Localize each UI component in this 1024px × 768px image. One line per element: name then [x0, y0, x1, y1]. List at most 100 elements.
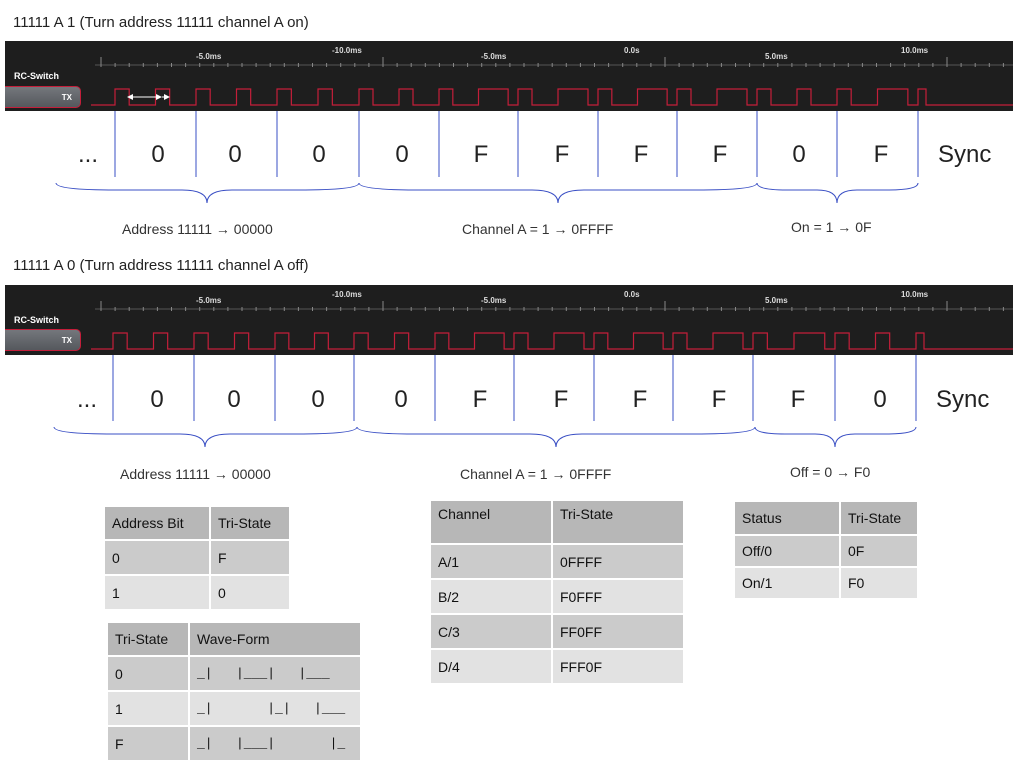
bit-dividers-off [53, 355, 917, 448]
channel-brace [356, 426, 756, 448]
status-brace [754, 426, 917, 448]
waveform-cell: _| |_| |___ [190, 692, 360, 725]
channel-table: Channel Tri-State A/1 0FFFF B/2 F0FFF C/… [429, 499, 685, 685]
status-caption: On = 1 → 0F [791, 219, 872, 235]
table-cell: F [211, 541, 289, 574]
table-header: Address Bit [105, 507, 209, 539]
channel-name-label: RC-Switch [14, 315, 59, 325]
channel-name-label: RC-Switch [14, 71, 59, 81]
table-header: Channel [431, 501, 551, 543]
table-cell: F0 [841, 568, 917, 598]
tristate-waveform-table: Tri-State Wave-Form 0 _| |___| |___ 1 _|… [106, 621, 362, 762]
channel-caption: Channel A = 1 → 0FFFF [462, 221, 614, 237]
tri-state-symbol: F [633, 141, 649, 168]
table-cell: FF0FF [553, 615, 683, 648]
table-cell: 0 [105, 541, 209, 574]
status-caption: Off = 0 → F0 [790, 464, 871, 480]
status-brace [756, 182, 919, 204]
table-cell: C/3 [431, 615, 551, 648]
tick-label: -10.0ms [332, 290, 362, 299]
bit-dividers-on [55, 111, 919, 204]
tri-state-symbol: 0 [792, 141, 806, 168]
tx-channel-button[interactable]: TX [5, 329, 81, 351]
table-header: Tri-State [841, 502, 917, 534]
table-cell: D/4 [431, 650, 551, 683]
table-cell: 0 [211, 576, 289, 609]
table-cell: 0F [841, 536, 917, 566]
bit-divider-lines [114, 111, 919, 177]
tri-state-symbol: F [472, 386, 488, 413]
table-header: Tri-State [553, 501, 683, 543]
tick-label: 10.0ms [901, 46, 929, 55]
pulse-width-marker [127, 94, 170, 100]
table-cell: Off/0 [735, 536, 839, 566]
tri-state-symbol: 0 [151, 141, 165, 168]
tri-state-symbol: 0 [394, 386, 408, 413]
table-cell: On/1 [735, 568, 839, 598]
tick-label: 5.0ms [765, 296, 788, 305]
tx-signal-trace [91, 332, 1013, 350]
tri-state-symbol: F [553, 386, 569, 413]
table-cell: F0FFF [553, 580, 683, 613]
tick-label: 10.0ms [901, 290, 929, 299]
table-cell: 1 [105, 576, 209, 609]
address-brace [55, 182, 360, 204]
table-cell: FFF0F [553, 650, 683, 683]
tri-state-symbol: 0 [311, 386, 325, 413]
tri-state-symbol: 0 [395, 141, 409, 168]
tri-state-symbol: 0 [312, 141, 326, 168]
table-header: Status [735, 502, 839, 534]
sync-label: Sync [938, 141, 992, 168]
tri-state-symbol: F [712, 141, 728, 168]
table-cell: 0FFFF [553, 545, 683, 578]
tick-label: 0.0s [624, 290, 640, 299]
logic-analyzer-panel-on: -5.0ms -10.0ms -5.0ms 0.0s 5.0ms 10.0ms … [5, 41, 1013, 111]
section-on-title: 11111 A 1 (Turn address 11111 channel A … [13, 14, 309, 31]
bit-divider-lines [112, 355, 917, 421]
tx-signal-trace [91, 88, 1013, 106]
tri-state-symbol: 0 [873, 386, 887, 413]
tick-label: -5.0ms [196, 52, 222, 61]
tri-state-symbol: F [711, 386, 727, 413]
waveform-svg-off [91, 301, 1013, 350]
tri-state-symbol: ... [77, 141, 98, 168]
tri-state-symbol: F [873, 141, 889, 168]
table-cell: B/2 [431, 580, 551, 613]
address-bit-table: Address Bit Tri-State 0 F 1 0 [103, 505, 291, 611]
table-header: Tri-State [211, 507, 289, 539]
table-header: Tri-State [108, 623, 188, 655]
tri-state-symbol: ... [76, 386, 97, 413]
channel-caption: Channel A = 1 → 0FFFF [460, 466, 612, 482]
tick-label: -5.0ms [481, 296, 507, 305]
tick-label: -10.0ms [332, 46, 362, 55]
tx-channel-button[interactable]: TX [5, 86, 81, 108]
tri-state-symbol: 0 [227, 386, 241, 413]
table-cell: A/1 [431, 545, 551, 578]
address-caption: Address 11111 → 00000 [120, 466, 271, 482]
logic-analyzer-panel-off: -5.0ms -10.0ms -5.0ms 0.0s 5.0ms 10.0ms … [5, 285, 1013, 355]
tick-label: 0.0s [624, 46, 640, 55]
sync-label: Sync [936, 386, 990, 413]
tri-state-symbol: 0 [228, 141, 242, 168]
table-cell: 1 [108, 692, 188, 725]
tri-state-symbol: F [554, 141, 570, 168]
tri-state-symbol: 0 [150, 386, 164, 413]
address-caption: Address 11111 → 00000 [122, 221, 273, 237]
tri-state-symbol: F [790, 386, 806, 413]
tick-label: 5.0ms [765, 52, 788, 61]
status-table: Status Tri-State Off/0 0F On/1 F0 [733, 500, 919, 600]
tri-state-symbol: F [473, 141, 489, 168]
section-off-title: 11111 A 0 (Turn address 11111 channel A … [13, 257, 309, 274]
waveform-svg-on [91, 57, 1013, 106]
waveform-cell: _| |___| |___ [190, 657, 360, 690]
tri-state-symbol: F [632, 386, 648, 413]
table-cell: 0 [108, 657, 188, 690]
tick-marks [100, 301, 1004, 311]
channel-brace [358, 182, 758, 204]
waveform-cell: _| |___| |_ [190, 727, 360, 760]
table-header: Wave-Form [190, 623, 360, 655]
tick-label: -5.0ms [481, 52, 507, 61]
tick-marks [100, 57, 1004, 67]
table-cell: F [108, 727, 188, 760]
address-brace [53, 426, 358, 448]
